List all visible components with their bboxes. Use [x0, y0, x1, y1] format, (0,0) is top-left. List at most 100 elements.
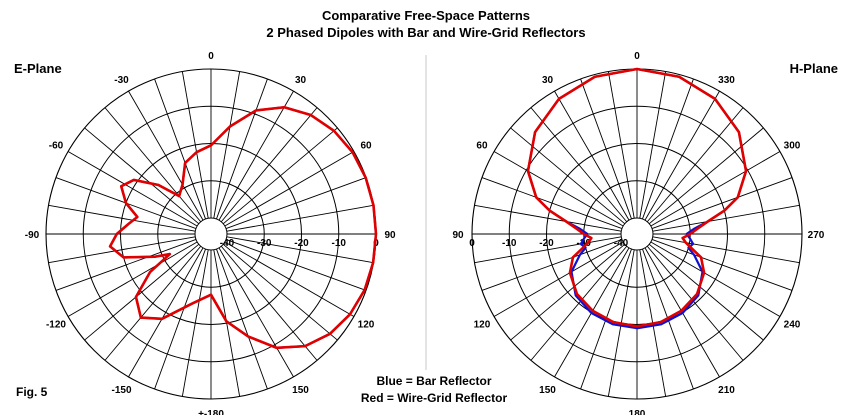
legend-wire-grid-reflector: Red = Wire-Grid Reflector: [361, 391, 508, 405]
e-plane-angle-label: -150: [111, 385, 131, 396]
e-plane-spoke: [48, 236, 196, 264]
h-plane-spoke: [474, 204, 622, 232]
h-plane-ring-label: -30: [577, 238, 592, 249]
h-plane-spoke: [607, 71, 635, 219]
e-plane-hub: [194, 217, 228, 251]
e-plane-spoke: [67, 241, 198, 317]
e-plane-spoke: [216, 78, 268, 220]
e-plane-spoke: [225, 239, 367, 291]
e-plane-angle-label: 60: [360, 141, 372, 152]
e-plane-ring-label: -20: [294, 238, 309, 249]
e-plane-angle-label: -90: [25, 230, 40, 241]
e-plane-angle-label: -30: [114, 75, 129, 86]
e-plane-spoke: [216, 248, 268, 390]
e-plane-spoke: [225, 177, 367, 229]
h-plane-spoke: [646, 245, 744, 361]
h-plane-spoke: [530, 245, 628, 361]
h-plane-spoke: [580, 78, 632, 220]
e-plane-spoke: [218, 90, 294, 221]
e-plane-polar-chart: 0306090120150+-180-150-120-90-60-300-10-…: [25, 51, 396, 420]
legend-bar-reflector: Blue = Bar Reflector: [376, 374, 491, 388]
h-plane-spoke: [642, 78, 694, 220]
h-plane-spoke: [651, 239, 793, 291]
h-plane-ring-label: 0: [469, 238, 475, 249]
h-plane-angle-label: 30: [542, 75, 554, 86]
e-plane-angle-label: -60: [49, 141, 64, 152]
e-plane-spoke: [84, 127, 200, 225]
h-plane-angle-label: 330: [718, 75, 735, 86]
e-plane-spoke: [55, 239, 197, 291]
e-plane-spoke: [222, 243, 338, 341]
e-plane-series-wire-grid-reflector: [108, 105, 378, 350]
h-plane-ring-label: -40: [614, 238, 629, 249]
h-plane-spoke: [510, 243, 626, 341]
e-plane-spoke: [154, 78, 206, 220]
e-plane-angle-label: +-180: [198, 409, 224, 415]
e-plane-angle-label: 150: [292, 385, 309, 396]
h-plane-spoke: [648, 243, 764, 341]
h-plane-spoke: [650, 151, 781, 227]
e-plane-angle-label: -120: [46, 320, 66, 331]
e-plane-spoke: [224, 151, 355, 227]
e-plane-spoke: [220, 245, 318, 361]
e-plane-angle-label: 30: [295, 75, 307, 86]
h-plane-spoke: [530, 107, 628, 223]
e-plane-spoke: [222, 127, 338, 225]
h-plane-hub: [620, 217, 654, 251]
h-plane-angle-label: 150: [539, 385, 556, 396]
h-plane-spoke: [481, 177, 623, 229]
h-plane-angle-label: 300: [784, 141, 801, 152]
h-plane-angle-label: 270: [808, 230, 825, 241]
h-plane-angle-label: 0: [634, 51, 640, 62]
h-plane-polar-chart: 03060901201501802102402703003300-10-20-3…: [452, 51, 825, 420]
e-plane-spoke: [220, 107, 318, 223]
chart-title-line1: Comparative Free-Space Patterns: [322, 8, 530, 23]
e-plane-spoke: [154, 248, 206, 390]
e-plane-spoke: [181, 249, 209, 397]
h-plane-spoke: [652, 204, 800, 232]
chart-title-line2: 2 Phased Dipoles with Bar and Wire-Grid …: [266, 25, 585, 40]
h-plane-spoke: [644, 90, 720, 221]
h-plane-angle-label: 180: [629, 409, 646, 415]
h-plane-ring-label: -20: [539, 238, 554, 249]
h-plane-angle-label: 210: [718, 385, 735, 396]
h-plane-angle-label: 60: [476, 141, 488, 152]
h-plane-spoke: [639, 71, 667, 219]
h-plane-spoke: [481, 239, 623, 291]
e-plane-spoke: [84, 243, 200, 341]
h-plane-spoke: [648, 127, 764, 225]
h-plane-spoke: [493, 241, 624, 317]
h-plane-angle-label: 120: [474, 320, 491, 331]
h-plane-ring-label: -10: [502, 238, 517, 249]
e-plane-spoke: [67, 151, 198, 227]
e-plane-spoke: [213, 71, 241, 219]
e-plane-spoke: [104, 245, 202, 361]
h-plane-label: H-Plane: [790, 61, 838, 76]
e-plane-series-bar-reflector: [108, 106, 378, 349]
e-plane-angle-label: 120: [358, 320, 375, 331]
h-plane-spoke: [652, 236, 800, 264]
e-plane-ring-label: -40: [220, 238, 235, 249]
h-plane-spoke: [510, 127, 626, 225]
h-plane-angle-label: 90: [452, 230, 464, 241]
e-plane-spoke: [104, 107, 202, 223]
e-plane-angle-label: 90: [384, 230, 396, 241]
figure-label: Fig. 5: [16, 385, 48, 399]
e-plane-spoke: [226, 204, 374, 232]
e-plane-spoke: [218, 247, 294, 378]
h-plane-spoke: [650, 241, 781, 317]
e-plane-spoke: [224, 241, 355, 317]
h-plane-spoke: [646, 107, 744, 223]
h-plane-spoke: [493, 151, 624, 227]
e-plane-ring-label: -10: [332, 238, 347, 249]
e-plane-spoke: [128, 90, 204, 221]
h-plane-spoke: [474, 236, 622, 264]
h-plane-spoke: [651, 177, 793, 229]
e-plane-spoke: [226, 236, 374, 264]
e-plane-label: E-Plane: [14, 61, 62, 76]
h-plane-series-wire-grid-reflector: [526, 67, 748, 328]
e-plane-spoke: [48, 204, 196, 232]
e-plane-spoke: [213, 249, 241, 397]
